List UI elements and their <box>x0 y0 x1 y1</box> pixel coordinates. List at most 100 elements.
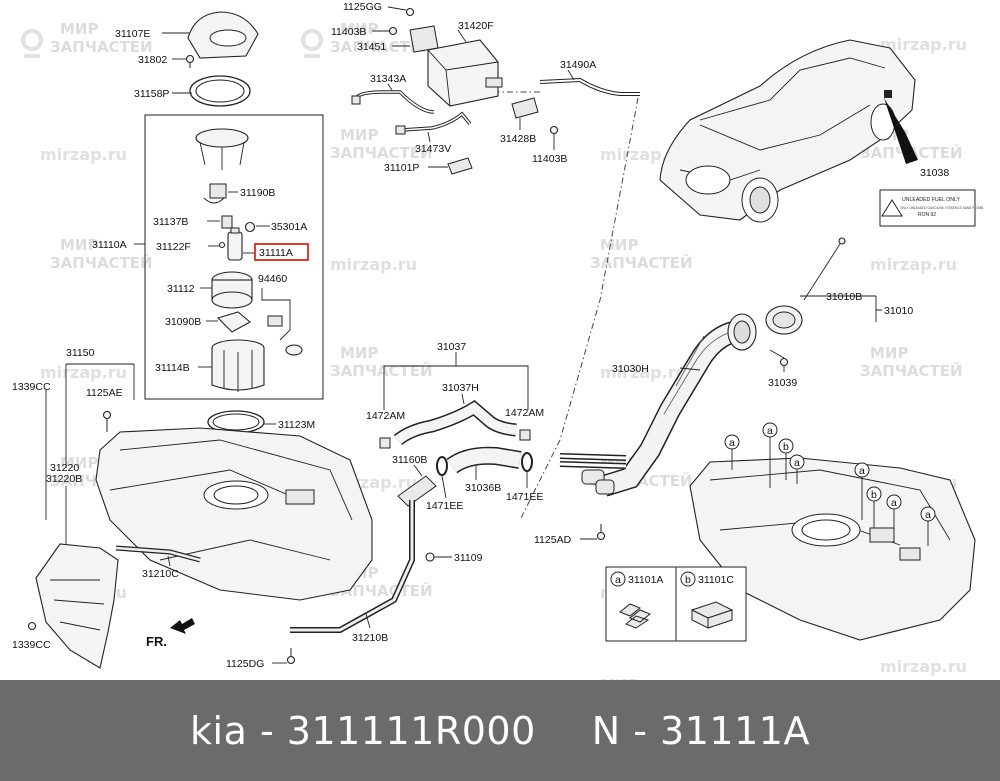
part-31122F-ring <box>218 241 226 249</box>
part-35301A-sensor <box>244 221 256 233</box>
part-label: 31160B <box>392 454 427 466</box>
part-1125AE-bolt <box>102 410 112 432</box>
callout-a: a <box>886 494 902 528</box>
part-11403B-bolt <box>388 26 398 36</box>
part-label: 31010 <box>884 305 913 317</box>
part-31210B-strap <box>290 500 415 633</box>
part-label: 1339CC <box>12 639 51 651</box>
legend-box: a 31101A b 31101C <box>605 566 747 642</box>
part-pump-flange <box>195 128 249 170</box>
callout-letter: a <box>891 497 897 509</box>
part-1471EE-clamp <box>521 452 533 472</box>
part-label: 31010B <box>826 291 862 303</box>
part-31420F-canister <box>427 39 503 107</box>
watermark-brand: МИР <box>60 236 98 254</box>
part-31010-cap <box>765 237 846 335</box>
part-label: 31122F <box>156 241 191 253</box>
callout-b: b <box>778 438 794 480</box>
fuel-label-ron: RON 92 <box>918 212 936 218</box>
watermark-brand: МИР <box>340 20 378 38</box>
part-label: 31802 <box>138 54 167 66</box>
part-label: 31109 <box>454 552 483 564</box>
part-1125AD-bolt <box>596 524 606 541</box>
callout-letter: a <box>729 437 735 449</box>
watermark-brand: ЗАПЧАСТЕЙ <box>330 143 433 162</box>
part-label: 31039 <box>768 377 797 389</box>
part-label: 1471EE <box>426 500 463 512</box>
part-label: 1125DG <box>226 658 264 670</box>
part-label: 31107E <box>115 28 150 40</box>
callout-a: a <box>920 506 936 546</box>
part-label: 31037H <box>442 382 479 394</box>
callout-letter: b <box>783 441 789 453</box>
part-label: 1125AE <box>86 387 123 399</box>
part-31220-heat-shield <box>35 543 119 669</box>
callout-letter: a <box>767 425 773 437</box>
part-31428B-bracket <box>511 97 539 119</box>
part-31158P-gasket <box>189 75 251 107</box>
part-label: 31420F <box>458 20 494 32</box>
part-31101A-pad <box>619 603 651 629</box>
part-1125DG-bolt <box>286 648 296 665</box>
part-label: 31190B <box>240 187 275 199</box>
legend-letter: a <box>615 574 621 586</box>
part-label: 31428B <box>500 133 536 145</box>
routing-line <box>519 97 639 521</box>
watermark-brand: МИР <box>600 236 638 254</box>
watermark-brand: ЗАПЧАСТЕЙ <box>330 581 433 600</box>
caption-part-number: kia - 311111R000 <box>190 708 536 753</box>
part-31036B-hose <box>446 446 522 474</box>
part-31038-fuel-label: UNLEADED FUEL ONLY ONLY UNLEADED GASOLIN… <box>879 189 983 227</box>
part-31190B-filter-tube <box>203 183 227 204</box>
part-label: 31220B <box>46 473 82 485</box>
part-31107E-cover <box>187 11 259 59</box>
part-94460-sender-wire <box>261 288 303 356</box>
part-label: 31036B <box>465 482 501 494</box>
part-label: 35301A <box>271 221 307 233</box>
part-31451-bracket <box>409 25 439 53</box>
watermark-url: mirzap.ru <box>330 255 417 274</box>
watermark-brand: МИР <box>870 344 908 362</box>
caption-reference: N - 31111A <box>591 708 810 753</box>
parts-diagram: МИР ЗАПЧАСТЕЙ МИР ЗАПЧАСТЕЙ mirzap.ru mi… <box>12 1 983 680</box>
part-label: 31220 <box>50 462 79 474</box>
watermark-url: mirzap.ru <box>880 35 967 54</box>
part-1472AM-clamp <box>519 429 531 441</box>
part-label: 31490A <box>560 59 596 71</box>
part-label: 31210B <box>352 632 388 644</box>
part-31037H-hose <box>393 399 517 446</box>
part-label: 31473V <box>415 143 451 155</box>
part-label: 31137B <box>153 216 188 228</box>
callout-a: a <box>762 422 778 488</box>
part-label: 31110A <box>92 239 127 251</box>
watermark-url: mirzap.ru <box>40 145 127 164</box>
callout-letter: a <box>925 509 931 521</box>
watermark-brand: ЗАПЧАСТЕЙ <box>50 253 153 272</box>
part-31101P-label <box>447 157 473 175</box>
callout-letter: b <box>871 489 877 501</box>
part-31160B-protector <box>397 475 437 507</box>
watermark-brand: ЗАПЧАСТЕЙ <box>330 37 433 56</box>
callout-a: a <box>854 462 870 520</box>
watermark-brand: ЗАПЧАСТЕЙ <box>50 37 153 56</box>
front-label: FR. <box>146 634 167 649</box>
part-31473V-hose <box>395 111 472 135</box>
part-31112-pump-body <box>211 271 253 309</box>
part-label: 1471EE <box>506 491 543 503</box>
legend-label: 31101A <box>628 574 663 586</box>
watermark-brand: МИР <box>60 20 98 38</box>
watermark-brand: МИР <box>60 454 98 472</box>
watermark-brand: МИР <box>340 126 378 144</box>
callout-b: b <box>866 486 882 528</box>
part-label: 1472AM <box>505 407 544 419</box>
part-label: 94460 <box>258 273 287 285</box>
pump-module-frame <box>144 114 324 400</box>
part-label: 31451 <box>357 41 386 53</box>
part-31090B-holder <box>216 311 251 333</box>
highlight-frame <box>254 243 309 261</box>
part-label: 1125AD <box>534 534 572 546</box>
part-31490A-hose <box>539 77 640 96</box>
watermark-brand: ЗАПЧАСТЕЙ <box>860 361 963 380</box>
part-label: 31210C <box>142 568 179 580</box>
part-31137B-clip <box>221 215 233 229</box>
